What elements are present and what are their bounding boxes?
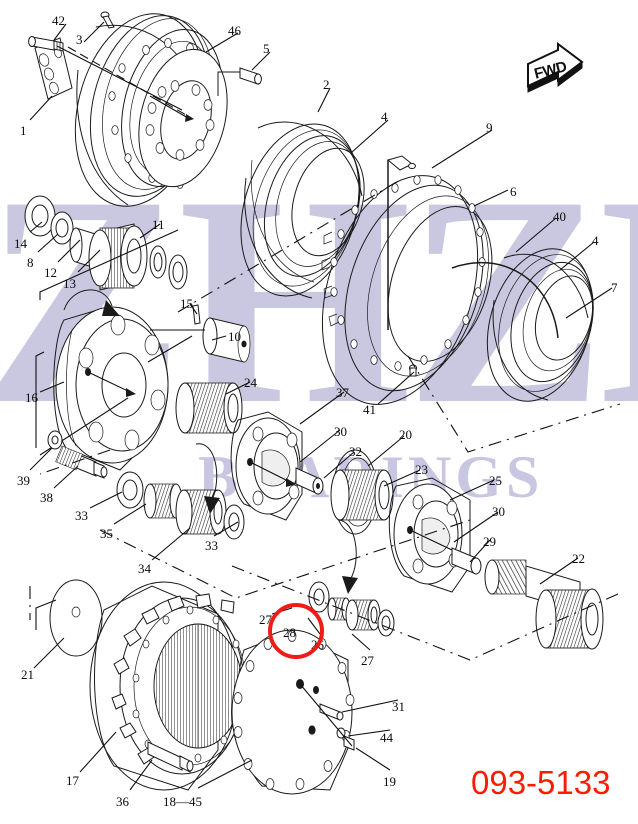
callout-25: 25 xyxy=(489,473,502,488)
highlight-circle-28 xyxy=(268,603,324,659)
callout-36: 36 xyxy=(116,794,129,809)
callout-7: 7 xyxy=(611,280,618,295)
callout-37: 37 xyxy=(336,385,349,400)
callout-32: 32 xyxy=(349,444,362,459)
callout-21: 21 xyxy=(21,667,34,682)
callout-44: 44 xyxy=(380,730,393,745)
callout-6: 6 xyxy=(510,184,517,199)
callout-16: 16 xyxy=(25,390,38,405)
callout-38: 38 xyxy=(40,490,53,505)
part-number-label: 093-5133 xyxy=(471,764,611,801)
callout-30: 30 xyxy=(334,424,347,439)
callout-1: 1 xyxy=(20,123,27,138)
callout-23: 23 xyxy=(415,462,428,477)
callout-4: 4 xyxy=(592,233,599,248)
callout-30: 30 xyxy=(492,504,505,519)
callout-22: 22 xyxy=(572,551,585,566)
callout-2: 2 xyxy=(323,77,330,92)
callout-20: 20 xyxy=(399,427,412,442)
fwd-direction-marker: FWD xyxy=(524,42,586,96)
callout-13: 13 xyxy=(63,276,76,291)
callout-27: 27 xyxy=(361,653,374,668)
callout-46: 46 xyxy=(228,23,241,38)
callout-34: 34 xyxy=(138,561,151,576)
callout-10: 10 xyxy=(228,329,241,344)
callout-17: 17 xyxy=(66,773,79,788)
callout-4: 4 xyxy=(381,109,388,124)
callout-5: 5 xyxy=(263,41,270,56)
callout-15: 15 xyxy=(180,296,193,311)
callout-9: 9 xyxy=(486,120,493,135)
callout-8: 8 xyxy=(27,255,34,270)
callout-11: 11 xyxy=(152,217,165,232)
callout-29: 29 xyxy=(483,534,496,549)
callout-18-45: 18—45 xyxy=(163,794,202,809)
callout-24: 24 xyxy=(244,375,257,390)
callout-33: 33 xyxy=(205,538,218,553)
callout-14: 14 xyxy=(14,236,27,251)
callout-33: 33 xyxy=(75,508,88,523)
callout-19: 19 xyxy=(383,774,396,789)
callout-39: 39 xyxy=(17,473,30,488)
callout-35: 35 xyxy=(100,526,113,541)
callout-3: 3 xyxy=(76,32,83,47)
callout-41: 41 xyxy=(363,402,376,417)
callout-31: 31 xyxy=(392,699,405,714)
callout-40: 40 xyxy=(553,209,566,224)
callout-42: 42 xyxy=(52,13,65,28)
callout-12: 12 xyxy=(44,265,57,280)
